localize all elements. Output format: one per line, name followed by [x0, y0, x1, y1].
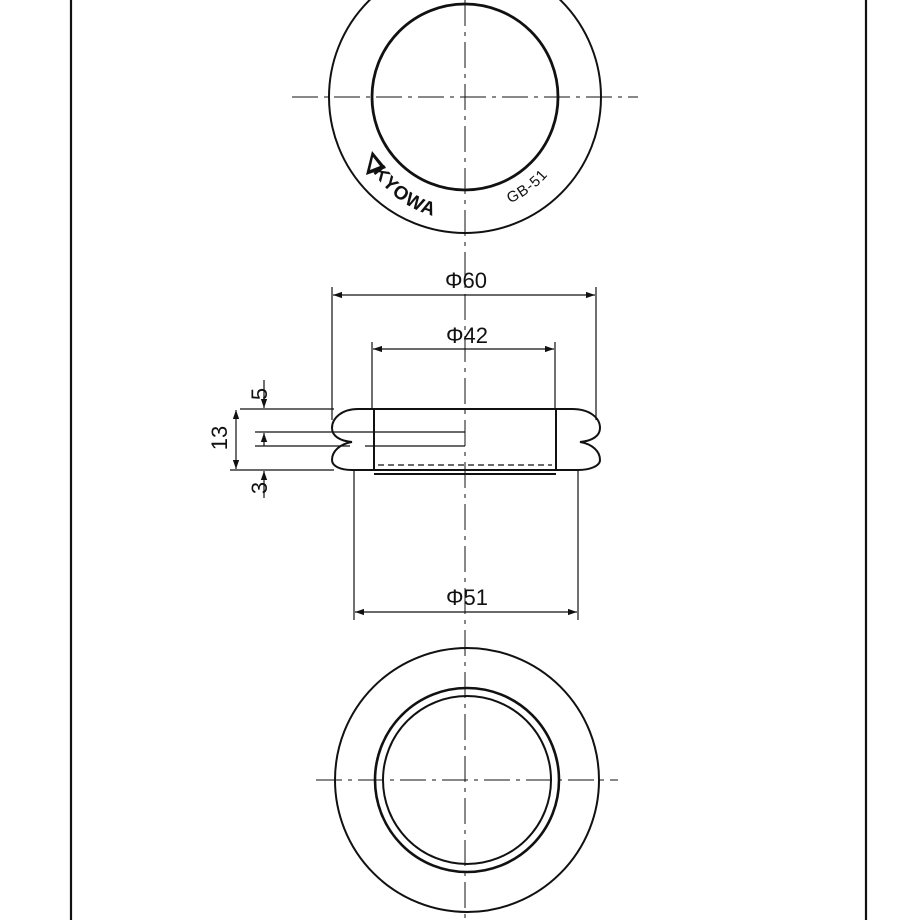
- dim-13-label: 13: [207, 426, 232, 450]
- dim-phi60-label: Φ60: [445, 268, 487, 293]
- model-text: GB-51: [504, 166, 551, 207]
- drawing-frame: [69, 0, 868, 920]
- dim-3-label: 3: [247, 482, 272, 494]
- grommet-section-outline: [330, 408, 602, 471]
- brand-text: KYOWA: [369, 162, 439, 221]
- dim-phi51-label: Φ51: [446, 585, 488, 610]
- dimensions: [230, 287, 597, 620]
- dim-5-label: 5: [247, 388, 272, 400]
- kyowa-logo-icon: [366, 151, 386, 175]
- section-view: [330, 408, 602, 475]
- bottom-view: [316, 647, 618, 913]
- dim-phi42-label: Φ42: [446, 323, 488, 348]
